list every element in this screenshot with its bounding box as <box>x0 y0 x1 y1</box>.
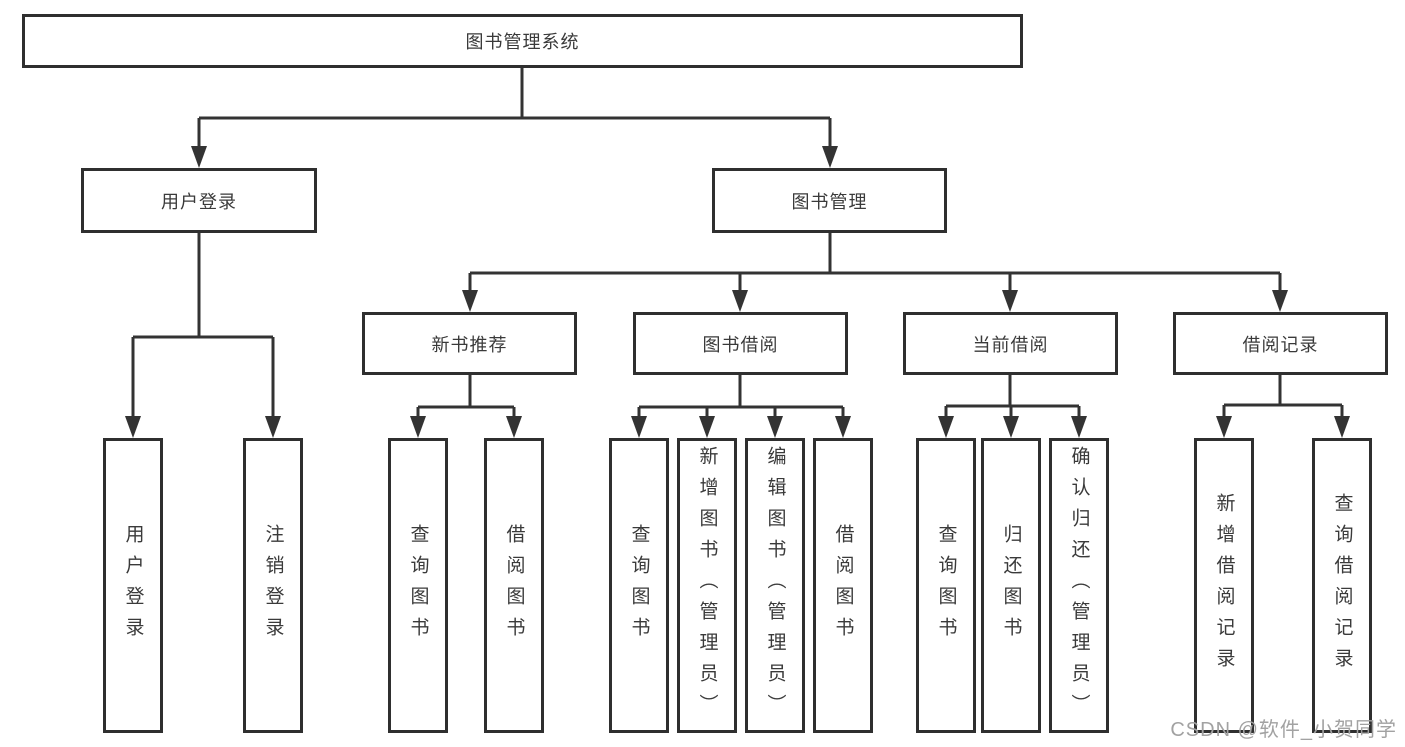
leaf-label: 编辑图书（管理员） <box>764 446 786 725</box>
leaf-logout: 注销登录 <box>243 438 303 733</box>
node-label: 图书借阅 <box>702 334 779 355</box>
leaf-query-books-recommend: 查询图书 <box>388 438 448 733</box>
leaf-edit-book-admin: 编辑图书（管理员） <box>745 438 805 733</box>
leaf-label: 注销登录 <box>262 523 284 648</box>
node-label: 图书管理 <box>791 191 868 212</box>
leaf-label: 新增图书（管理员） <box>696 446 718 725</box>
node-label: 图书管理系统 <box>465 32 580 52</box>
leaf-query-books-current: 查询图书 <box>916 438 976 733</box>
leaf-borrow-books: 借阅图书 <box>813 438 873 733</box>
node-user-login: 用户登录 <box>81 168 317 233</box>
node-book-management: 图书管理 <box>712 168 947 233</box>
arrowheads <box>125 146 1350 438</box>
node-library-system: 图书管理系统 <box>22 14 1023 68</box>
leaf-return-book: 归还图书 <box>981 438 1041 733</box>
node-label: 当前借阅 <box>972 334 1049 355</box>
leaf-label: 确认归还（管理员） <box>1068 446 1090 725</box>
leaf-confirm-return-admin: 确认归还（管理员） <box>1049 438 1109 733</box>
leaf-label: 查询图书 <box>628 523 650 648</box>
node-borrowing-records: 借阅记录 <box>1173 312 1388 375</box>
leaf-query-borrow-record: 查询借阅记录 <box>1312 438 1372 733</box>
leaf-label: 借阅图书 <box>832 523 854 648</box>
csdn-watermark: CSDN @软件_小贺同学 <box>1170 719 1397 741</box>
leaf-label: 查询借阅记录 <box>1331 492 1353 679</box>
leaf-label: 借阅图书 <box>503 523 525 648</box>
leaf-user-login: 用户登录 <box>103 438 163 733</box>
leaf-label: 查询图书 <box>407 523 429 648</box>
node-label: 借阅记录 <box>1242 334 1319 355</box>
node-label: 新书推荐 <box>431 334 508 355</box>
leaf-label: 查询图书 <box>935 523 957 648</box>
leaf-add-borrow-record: 新增借阅记录 <box>1194 438 1254 733</box>
leaf-borrow-books-recommend: 借阅图书 <box>484 438 544 733</box>
leaf-label: 用户登录 <box>122 523 144 648</box>
node-new-book-recommend: 新书推荐 <box>362 312 577 375</box>
leaf-label: 新增借阅记录 <box>1213 492 1235 679</box>
node-label: 用户登录 <box>161 191 237 212</box>
leaf-label: 归还图书 <box>1000 523 1022 648</box>
node-current-borrowing: 当前借阅 <box>903 312 1118 375</box>
leaf-add-book-admin: 新增图书（管理员） <box>677 438 737 733</box>
node-book-borrowing: 图书借阅 <box>633 312 848 375</box>
leaf-query-books-borrow: 查询图书 <box>609 438 669 733</box>
